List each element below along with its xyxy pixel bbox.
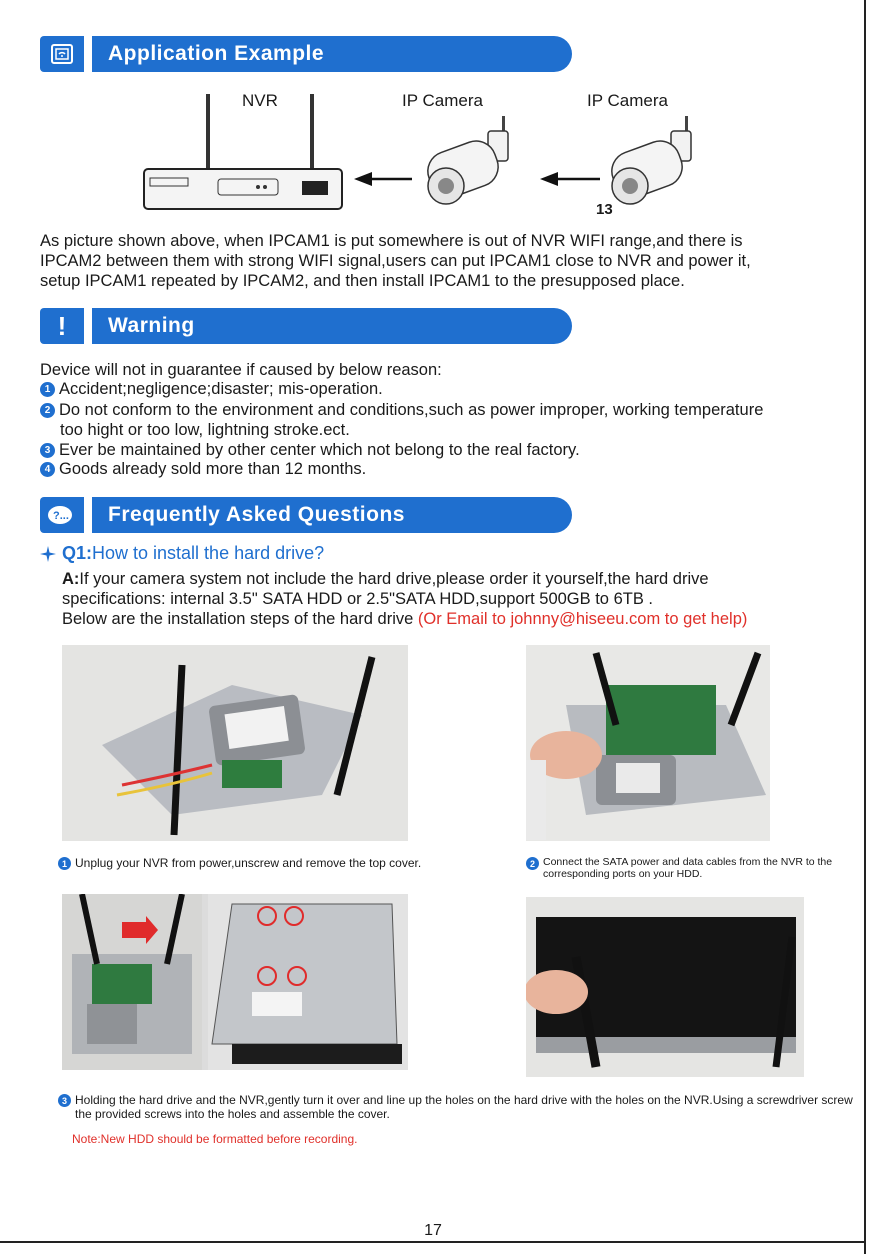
faq-answer-line-2: specifications: internal 3.5" SATA HDD o… bbox=[62, 590, 653, 608]
warning-item-2-continued: too hight or too low, lightning stroke.e… bbox=[60, 421, 350, 439]
sparkle-icon bbox=[40, 545, 56, 562]
section-title: Warning bbox=[108, 314, 195, 337]
page-border-right bbox=[864, 0, 866, 1254]
svg-text:?...: ?... bbox=[53, 510, 69, 522]
section-title: Frequently Asked Questions bbox=[108, 503, 405, 526]
warning-banner: ! Warning bbox=[40, 308, 572, 344]
arrow-left-icon bbox=[354, 172, 412, 186]
ip-camera-1-label: IP Camera bbox=[402, 91, 483, 110]
section-title: Application Example bbox=[108, 42, 325, 65]
photo-flip-nvr bbox=[62, 894, 408, 1070]
faq-question-1: Q1:How to install the hard drive? bbox=[40, 543, 324, 564]
page-border-bottom bbox=[0, 1241, 866, 1243]
ip-camera-2 bbox=[611, 116, 692, 205]
description-line-2: IPCAM2 between them with strong WIFI sig… bbox=[40, 252, 751, 270]
application-example-banner: Application Example bbox=[40, 36, 572, 72]
description-line-3: setup IPCAM1 repeated by IPCAM2, and the… bbox=[40, 272, 685, 290]
faq-banner: ?... Frequently Asked Questions bbox=[40, 497, 572, 533]
nvr-camera-diagram bbox=[143, 94, 692, 210]
email-help-link[interactable]: (Or Email to johnny@hiseeu.com to get he… bbox=[417, 610, 748, 628]
figure-number: 13 bbox=[596, 201, 613, 218]
faq-answer-line-3: Below are the installation steps of the … bbox=[62, 610, 748, 628]
photo-connect-sata bbox=[526, 645, 770, 841]
photo-nvr-open-cover bbox=[62, 645, 408, 841]
page-number: 17 bbox=[424, 1222, 442, 1239]
ip-camera-1 bbox=[427, 116, 509, 205]
wifi-router-icon bbox=[40, 36, 84, 72]
ip-camera-2-label: IP Camera bbox=[587, 91, 668, 110]
nvr-label: NVR bbox=[242, 91, 278, 110]
exclamation-icon: ! bbox=[40, 308, 84, 344]
arrow-left-icon bbox=[540, 172, 600, 186]
hdd-format-note: Note:New HDD should be formatted before … bbox=[72, 1132, 358, 1146]
photo-assembled-nvr bbox=[526, 897, 804, 1077]
description-line-1: As picture shown above, when IPCAM1 is p… bbox=[40, 232, 743, 250]
faq-answer-line-1: A:If your camera system not include the … bbox=[62, 570, 709, 588]
chat-question-icon: ?... bbox=[40, 497, 84, 533]
nvr-device bbox=[143, 94, 343, 210]
warning-intro: Device will not in guarantee if caused b… bbox=[40, 361, 442, 379]
